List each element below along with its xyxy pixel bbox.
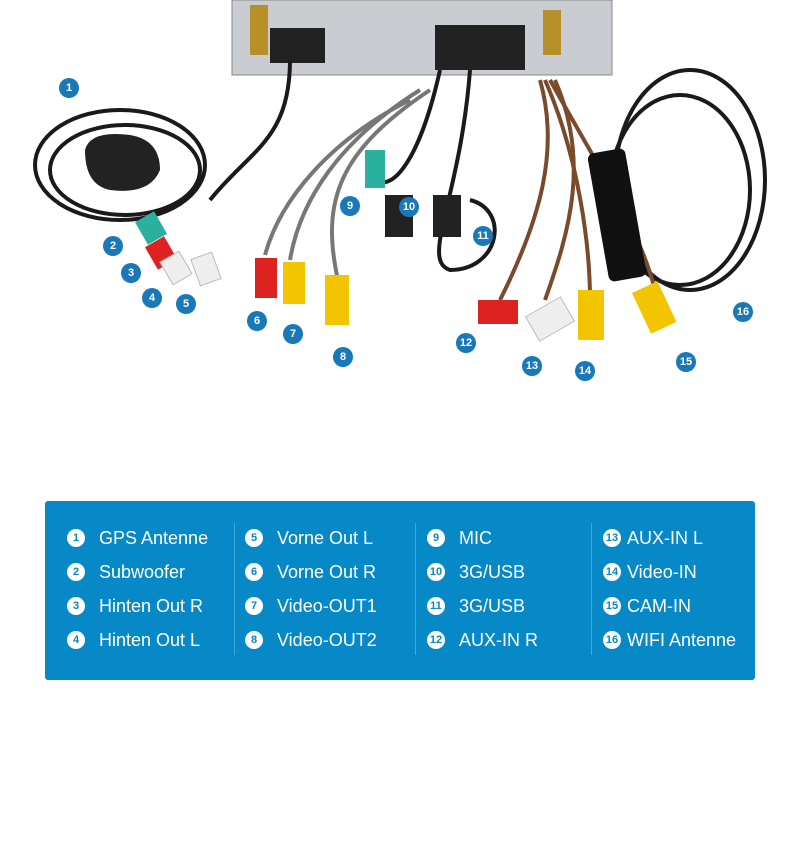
number-badge-icon: 3 xyxy=(67,597,85,615)
number-badge-icon: 6 xyxy=(245,563,263,581)
number-badge-icon: 7 xyxy=(245,597,263,615)
number-badge-icon: 16 xyxy=(603,631,621,649)
legend-item: 6 Vorne Out R xyxy=(245,555,377,589)
number-badge-icon: 10 xyxy=(427,563,445,581)
callout-12: 12 xyxy=(456,333,476,353)
legend-item: 12 AUX-IN R xyxy=(427,623,538,657)
callout-6: 6 xyxy=(247,311,267,331)
legend-item: 9 MIC xyxy=(427,521,538,555)
number-badge-icon: 4 xyxy=(67,631,85,649)
divider xyxy=(234,523,235,655)
number-badge-icon: 8 xyxy=(245,631,263,649)
legend-label: Vorne Out L xyxy=(277,527,374,548)
legend-label: Subwoofer xyxy=(99,561,186,582)
callout-11: 11 xyxy=(473,226,493,246)
legend-item: 2 Subwoofer xyxy=(67,555,208,589)
legend-item: 13 AUX-IN L xyxy=(603,521,736,555)
legend-label: AUX-IN R xyxy=(459,629,539,650)
callout-8: 8 xyxy=(333,347,353,367)
legend-label: MIC xyxy=(459,527,492,548)
number-badge-icon: 11 xyxy=(427,597,445,615)
legend-item: 14 Video-IN xyxy=(603,555,736,589)
callout-16: 16 xyxy=(733,302,753,322)
callout-5: 5 xyxy=(176,294,196,314)
legend-label: 3G/USB xyxy=(459,561,526,582)
callout-4: 4 xyxy=(142,288,162,308)
number-badge-icon: 9 xyxy=(427,529,445,547)
cable-harness-photo xyxy=(33,0,767,342)
legend-label: WIFI Antenne xyxy=(627,629,737,650)
callout-1: 1 xyxy=(59,78,79,98)
legend-label: Video-OUT2 xyxy=(277,629,377,650)
callout-15: 15 xyxy=(676,352,696,372)
number-badge-icon: 12 xyxy=(427,631,445,649)
number-badge-icon: 5 xyxy=(245,529,263,547)
number-badge-icon: 15 xyxy=(603,597,621,615)
divider xyxy=(415,523,416,655)
legend-item: 3 Hinten Out R xyxy=(67,589,208,623)
legend-item: 15 CAM-IN xyxy=(603,589,736,623)
number-badge-icon: 14 xyxy=(603,563,621,581)
legend-item: 7 Video-OUT1 xyxy=(245,589,377,623)
callout-7: 7 xyxy=(283,324,303,344)
legend-label: Vorne Out R xyxy=(277,561,377,582)
divider xyxy=(591,523,592,655)
number-badge-icon: 13 xyxy=(603,529,621,547)
legend-item: 4 Hinten Out L xyxy=(67,623,208,657)
legend-item: 8 Video-OUT2 xyxy=(245,623,377,657)
callout-9: 9 xyxy=(340,196,360,216)
legend-item: 5 Vorne Out L xyxy=(245,521,377,555)
callout-3: 3 xyxy=(121,263,141,283)
callout-14: 14 xyxy=(575,361,595,381)
legend-label: GPS Antenne xyxy=(99,527,209,548)
legend-item: 11 3G/USB xyxy=(427,589,538,623)
legend-label: Hinten Out R xyxy=(99,595,204,616)
legend-label: CAM-IN xyxy=(627,595,691,616)
number-badge-icon: 2 xyxy=(67,563,85,581)
callout-13: 13 xyxy=(522,356,542,376)
callout-10: 10 xyxy=(399,197,419,217)
legend-label: Hinten Out L xyxy=(99,629,201,650)
callout-2: 2 xyxy=(103,236,123,256)
legend-label: 3G/USB xyxy=(459,595,526,616)
legend-item: 16 WIFI Antenne xyxy=(603,623,736,657)
number-badge-icon: 1 xyxy=(67,529,85,547)
legend-label: Video-OUT1 xyxy=(277,595,377,616)
rca-connectors xyxy=(134,150,677,342)
legend-label: Video-IN xyxy=(627,561,697,582)
legend-item: 1 GPS Antenne xyxy=(67,521,208,555)
legend-label: AUX-IN L xyxy=(627,527,704,548)
legend-item: 10 3G/USB xyxy=(427,555,538,589)
